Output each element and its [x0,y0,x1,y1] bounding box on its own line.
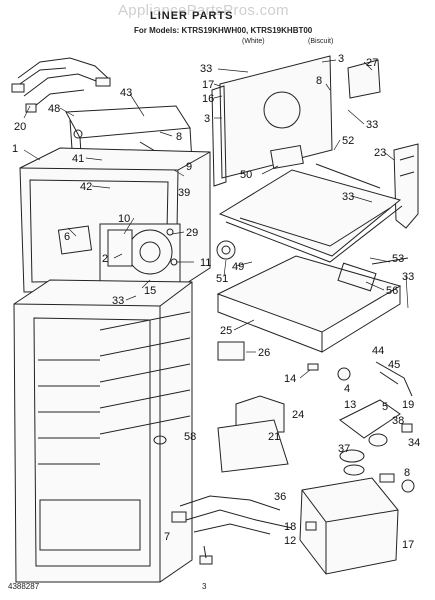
callout-1-top: 1 [12,143,18,155]
callout-12: 12 [284,535,296,547]
callout-56: 56 [386,285,398,297]
callout-10: 10 [118,213,130,225]
callout-34: 34 [408,437,420,449]
callout-7: 7 [164,531,170,543]
callout-27: 27 [366,57,378,69]
small-parts [153,163,409,473]
callout-16: 16 [202,93,214,105]
callout-18: 18 [284,521,296,533]
model-numbers: For Models: KTRS19KHWH00, KTRS19KHBT00 [134,26,313,35]
callout-15: 15 [144,285,156,297]
callout-21: 21 [268,431,280,443]
callout-33-left: 33 [112,295,124,307]
back-panel [211,55,381,187]
callout-42: 42 [80,181,92,193]
callout-19: 19 [402,399,414,411]
callout-5: 5 [382,401,388,413]
callout-17: 17 [202,79,214,91]
watermark: AppliancePartsPros.com [118,2,289,19]
callout-4: 4 [344,383,350,395]
callout-41: 41 [72,153,84,165]
callout-3-right: 3 [338,53,344,65]
callout-33-mid: 33 [342,191,354,203]
callout-8-bottom: 8 [404,467,410,479]
control-base-assembly [299,361,415,575]
callout-43: 43 [120,87,132,99]
callout-33-far-right: 33 [402,271,414,283]
callout-labels: 20 48 43 8 1 41 39 42 9 10 6 29 11 2 15 … [12,53,420,551]
callout-45: 45 [388,359,400,371]
callout-38: 38 [392,415,404,427]
callout-8-top: 8 [176,131,182,143]
callout-33-right: 33 [366,119,378,131]
callout-36: 36 [274,491,286,503]
callout-11: 11 [200,257,211,269]
callout-53: 53 [392,253,404,265]
callout-26: 26 [258,347,270,359]
callout-25: 25 [220,325,232,337]
document-number: 4388287 [8,582,40,591]
callout-9: 9 [186,161,192,173]
leader-lines [23,59,409,379]
callout-2: 2 [102,253,108,265]
callout-13: 13 [344,399,356,411]
page-number: 3 [202,582,207,591]
callout-51: 51 [216,273,228,285]
callout-33-top: 33 [200,63,212,75]
diagram-title: LINER PARTS [150,10,234,22]
wire-harness-bottom [171,495,293,565]
callout-14: 14 [284,373,296,385]
color-white: (White) [242,38,265,45]
callout-48: 48 [48,103,60,115]
callout-24: 24 [292,409,304,421]
callout-17-bottom: 17 [402,539,414,551]
callout-50: 50 [240,169,252,181]
callout-23: 23 [374,147,386,159]
crisper-shelves [216,169,403,353]
callout-52: 52 [342,135,354,147]
color-biscuit: (Biscuit) [308,38,334,45]
callout-8-right: 8 [316,75,322,87]
callout-20: 20 [14,121,26,133]
callout-29: 29 [186,227,198,239]
callout-37: 37 [338,443,350,455]
callout-44: 44 [372,345,384,357]
callout-58: 58 [184,431,196,443]
callout-49: 49 [232,261,244,273]
wire-harness-top [11,57,111,113]
callout-39: 39 [178,187,190,199]
fan-motor-assembly [99,223,181,285]
callout-6: 6 [64,231,70,243]
callout-3-left: 3 [204,113,210,125]
